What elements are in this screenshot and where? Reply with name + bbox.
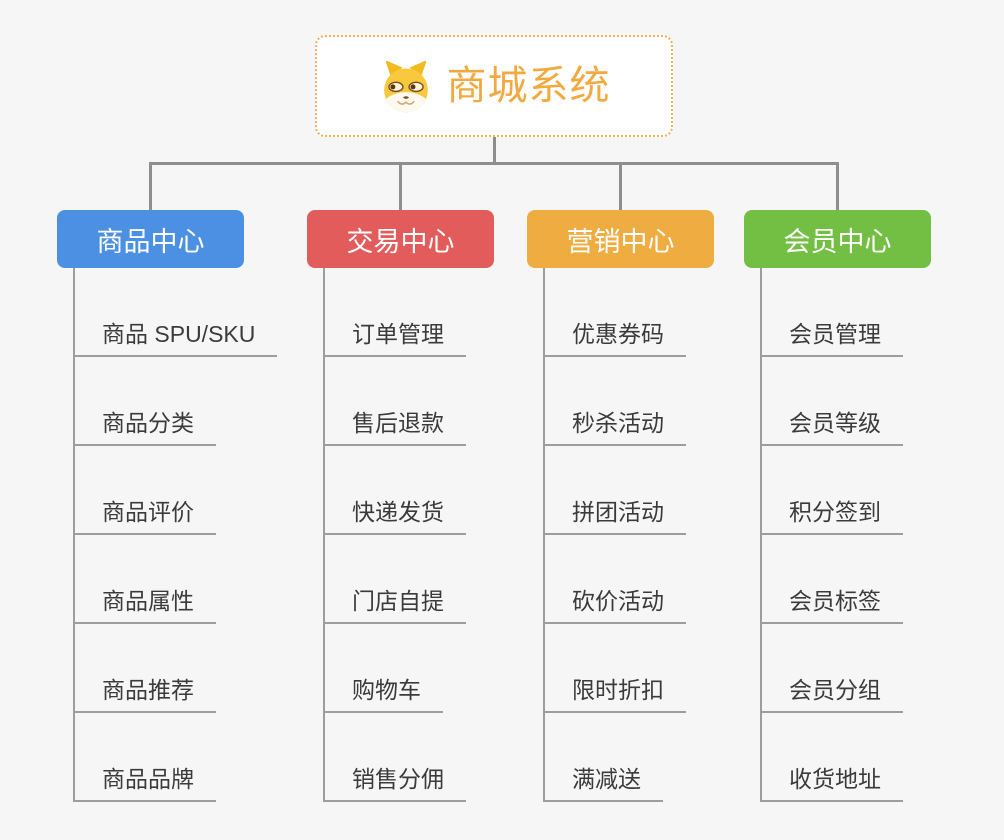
leaf-row: 拼团活动 bbox=[545, 446, 686, 535]
leaf-node[interactable]: 门店自提 bbox=[325, 590, 466, 624]
connector-bus bbox=[149, 162, 839, 165]
leaf-row: 会员等级 bbox=[762, 357, 903, 446]
leaf-node[interactable]: 订单管理 bbox=[325, 323, 466, 357]
leaf-node[interactable]: 积分签到 bbox=[762, 501, 903, 535]
root-node[interactable]: 商城系统 bbox=[315, 35, 673, 137]
leaf-node[interactable]: 会员管理 bbox=[762, 323, 903, 357]
leaf-row: 商品评价 bbox=[75, 446, 277, 535]
branch-leaves: 优惠券码秒杀活动拼团活动砍价活动限时折扣满减送 bbox=[543, 268, 686, 802]
connector-branch-drop bbox=[399, 162, 402, 210]
leaf-row: 商品品牌 bbox=[75, 713, 277, 802]
branch-header[interactable]: 商品中心 bbox=[57, 210, 244, 268]
leaf-row: 快递发货 bbox=[325, 446, 466, 535]
connector-root-stub bbox=[492, 137, 496, 165]
leaf-node[interactable]: 会员等级 bbox=[762, 412, 903, 446]
leaf-node[interactable]: 收货地址 bbox=[762, 768, 903, 802]
leaf-node[interactable]: 会员分组 bbox=[762, 679, 903, 713]
leaf-node[interactable]: 满减送 bbox=[545, 768, 663, 802]
leaf-row: 秒杀活动 bbox=[545, 357, 686, 446]
leaf-node[interactable]: 商品品牌 bbox=[75, 768, 216, 802]
leaf-node[interactable]: 商品分类 bbox=[75, 412, 216, 446]
connector-branch-drop bbox=[836, 162, 839, 210]
leaf-node[interactable]: 商品推荐 bbox=[75, 679, 216, 713]
leaf-row: 商品推荐 bbox=[75, 624, 277, 713]
connector-branch-drop bbox=[619, 162, 622, 210]
branch-leaves: 订单管理售后退款快递发货门店自提购物车销售分佣 bbox=[323, 268, 466, 802]
leaf-node[interactable]: 会员标签 bbox=[762, 590, 903, 624]
leaf-row: 收货地址 bbox=[762, 713, 903, 802]
leaf-row: 优惠券码 bbox=[545, 268, 686, 357]
leaf-row: 限时折扣 bbox=[545, 624, 686, 713]
leaf-node[interactable]: 售后退款 bbox=[325, 412, 466, 446]
leaf-node[interactable]: 优惠券码 bbox=[545, 323, 686, 357]
leaf-node[interactable]: 砍价活动 bbox=[545, 590, 686, 624]
dog-icon bbox=[378, 58, 434, 114]
branch-leaves: 商品 SPU/SKU 商品分类商品评价商品属性商品推荐商品品牌 bbox=[73, 268, 278, 802]
branch-header[interactable]: 营销中心 bbox=[527, 210, 714, 268]
leaf-node[interactable]: 秒杀活动 bbox=[545, 412, 686, 446]
leaf-row: 会员管理 bbox=[762, 268, 903, 357]
leaf-row: 购物车 bbox=[325, 624, 466, 713]
leaf-row: 门店自提 bbox=[325, 535, 466, 624]
connector-branch-drop bbox=[149, 162, 152, 210]
leaf-row: 满减送 bbox=[545, 713, 686, 802]
leaf-node[interactable]: 商品评价 bbox=[75, 501, 216, 535]
root-title: 商城系统 bbox=[446, 64, 611, 108]
branch-leaves: 会员管理会员等级积分签到会员标签会员分组收货地址 bbox=[760, 268, 903, 802]
leaf-node[interactable]: 拼团活动 bbox=[545, 501, 686, 535]
leaf-node[interactable]: 购物车 bbox=[325, 679, 443, 713]
leaf-row: 商品 SPU/SKU bbox=[75, 268, 278, 357]
leaf-row: 商品分类 bbox=[75, 357, 277, 446]
leaf-row: 会员标签 bbox=[762, 535, 903, 624]
leaf-row: 售后退款 bbox=[325, 357, 466, 446]
leaf-node[interactable]: 快递发货 bbox=[325, 501, 466, 535]
branch-header[interactable]: 会员中心 bbox=[744, 210, 931, 268]
leaf-row: 订单管理 bbox=[325, 268, 466, 357]
leaf-row: 商品属性 bbox=[75, 535, 277, 624]
leaf-node[interactable]: 销售分佣 bbox=[325, 768, 466, 802]
leaf-row: 积分签到 bbox=[762, 446, 903, 535]
leaf-row: 销售分佣 bbox=[325, 713, 466, 802]
branch-header[interactable]: 交易中心 bbox=[307, 210, 494, 268]
leaf-row: 砍价活动 bbox=[545, 535, 686, 624]
leaf-node[interactable]: 商品属性 bbox=[75, 590, 216, 624]
leaf-node[interactable]: 限时折扣 bbox=[545, 679, 686, 713]
leaf-row: 会员分组 bbox=[762, 624, 903, 713]
leaf-node[interactable]: 商品 SPU/SKU bbox=[75, 323, 278, 357]
